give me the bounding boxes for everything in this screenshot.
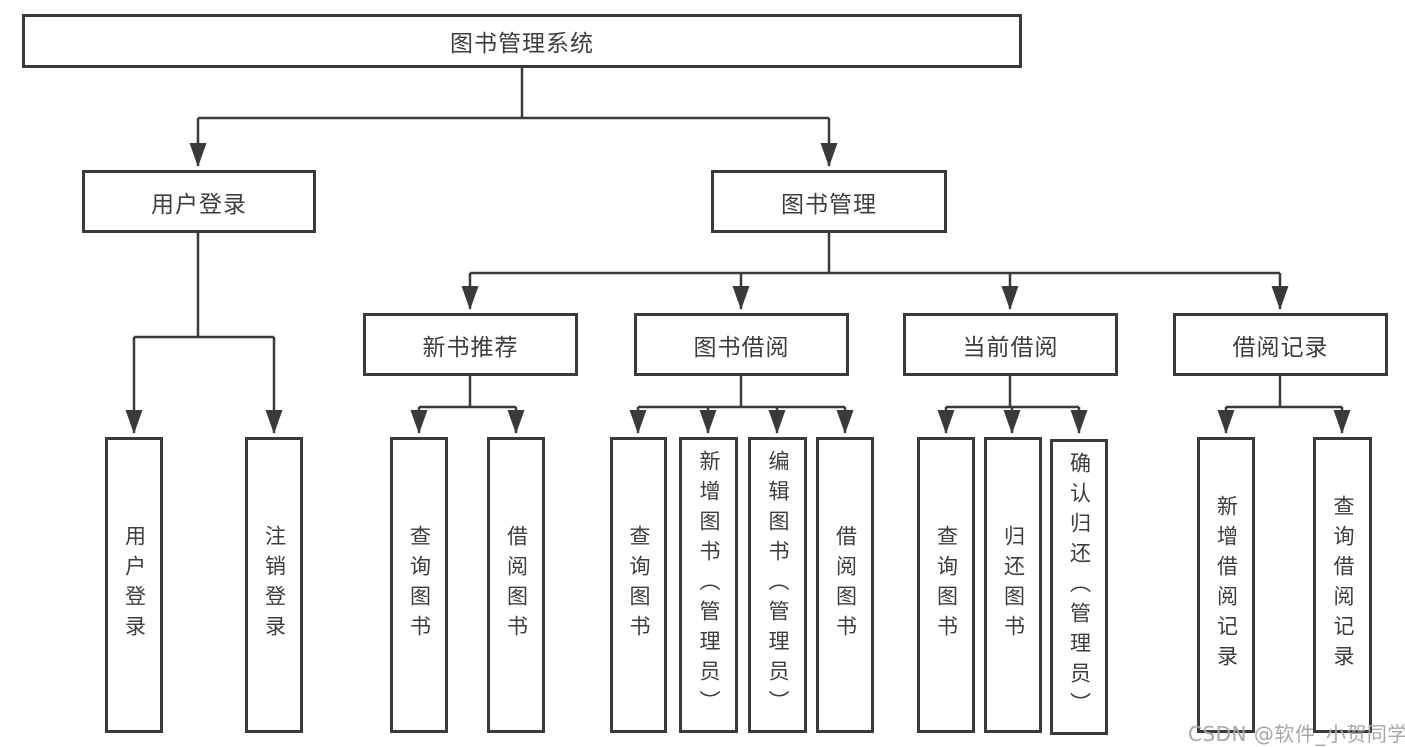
node-new-book-recommend: 新书推荐: [363, 313, 578, 376]
leaf-add-books-admin: 新增图书（管理员）: [679, 437, 738, 733]
leaf-logout-login: 注销登录: [245, 437, 303, 733]
node-label: 查询图书: [934, 525, 959, 645]
leaf-query-borrow-record: 查询借阅记录: [1313, 437, 1372, 733]
leaf-query-books-borrow: 查询图书: [610, 437, 667, 733]
node-current-borrow: 当前借阅: [903, 313, 1118, 376]
node-label: 查询图书: [627, 525, 651, 645]
node-label: 注销登录: [262, 525, 287, 645]
leaf-return-books: 归还图书: [984, 437, 1042, 733]
node-book-borrow: 图书借阅: [634, 313, 849, 376]
node-label: 确认归还（管理员）: [1067, 452, 1092, 722]
leaf-borrow-books: 借阅图书: [816, 437, 874, 733]
node-user-login: 用户登录: [82, 170, 316, 233]
node-label: 新增借阅记录: [1214, 495, 1239, 675]
node-label: 用户登录: [122, 525, 147, 645]
node-label: 新增图书（管理员）: [697, 450, 721, 720]
node-library-management-system: 图书管理系统: [22, 14, 1022, 68]
node-label: 查询图书: [407, 525, 432, 645]
node-book-management: 图书管理: [711, 170, 947, 233]
node-label: 当前借阅: [962, 334, 1059, 361]
leaf-query-books-current: 查询图书: [917, 437, 975, 733]
leaf-query-books-recommend: 查询图书: [390, 437, 448, 733]
node-label: 查询借阅记录: [1331, 495, 1355, 675]
leaf-borrow-books-recommend: 借阅图书: [487, 437, 545, 733]
leaf-add-borrow-record: 新增借阅记录: [1197, 437, 1255, 733]
node-label: 新书推荐: [422, 334, 519, 361]
node-label: 图书管理系统: [450, 31, 594, 57]
csdn-watermark: CSDN @软件_小贺同学: [1188, 722, 1405, 746]
node-label: 借阅图书: [833, 525, 858, 645]
leaf-confirm-return-admin: 确认归还（管理员）: [1050, 439, 1108, 735]
node-label: 图书借阅: [693, 334, 790, 361]
leaf-edit-books-admin: 编辑图书（管理员）: [748, 437, 807, 733]
node-label: 借阅记录: [1232, 334, 1329, 361]
node-label: 用户登录: [151, 191, 247, 218]
node-label: 借阅图书: [504, 525, 529, 645]
leaf-user-login: 用户登录: [105, 437, 163, 733]
node-label: 编辑图书（管理员）: [766, 450, 790, 720]
node-label: 归还图书: [1001, 525, 1026, 645]
node-borrow-records: 借阅记录: [1173, 313, 1388, 376]
node-label: 图书管理: [781, 191, 877, 218]
